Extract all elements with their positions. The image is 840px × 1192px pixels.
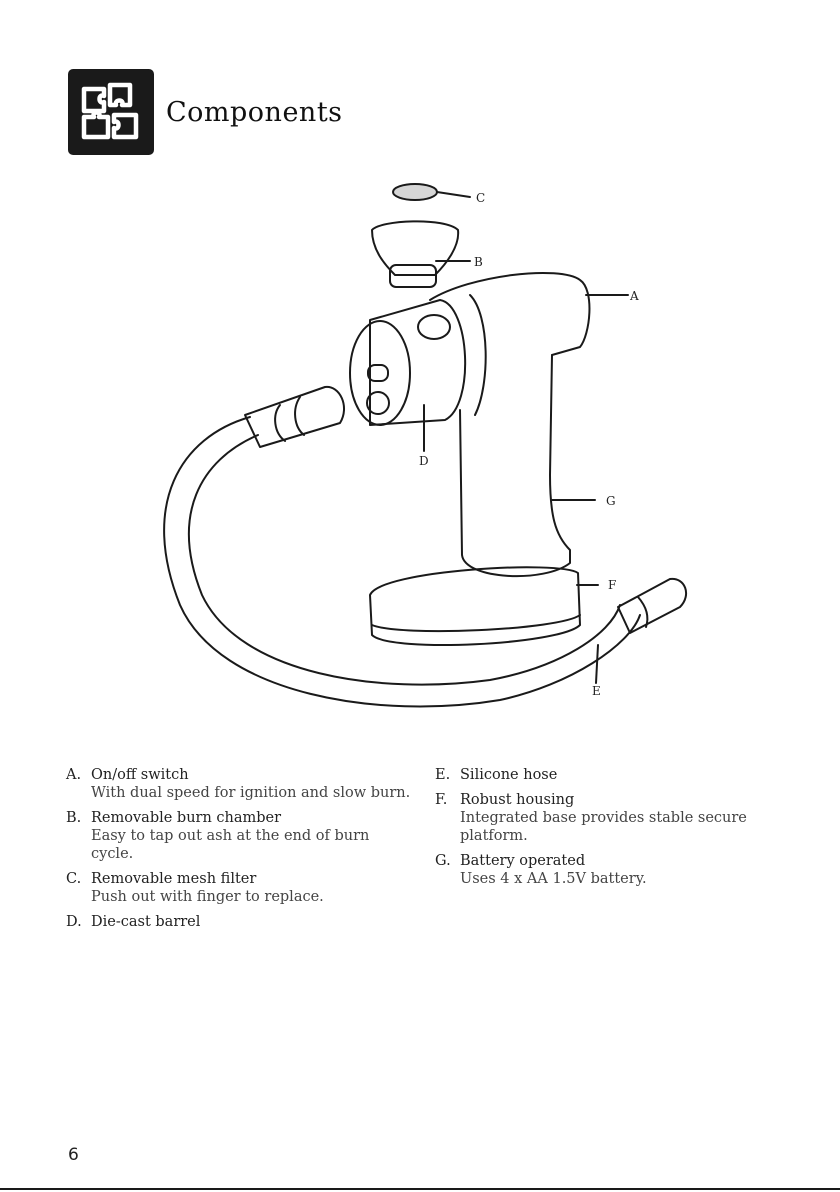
component-letter: D.	[66, 913, 91, 931]
component-desc: With dual speed for ignition and slow bu…	[91, 784, 411, 802]
label-c: C	[476, 191, 485, 205]
smoking-gun-drawing: C B A D G F E	[140, 175, 720, 735]
component-letter: A.	[66, 766, 91, 802]
component-name: On/off switch	[91, 766, 411, 784]
component-name: Die-cast barrel	[91, 913, 411, 931]
base	[370, 567, 580, 645]
component-name: Robust housing	[460, 791, 765, 809]
component-f: F. Robust housing Integrated base provid…	[435, 791, 765, 845]
component-a: A. On/off switch With dual speed for ign…	[66, 766, 411, 802]
component-name: Silicone hose	[460, 766, 765, 784]
component-b: B. Removable burn chamber Easy to tap ou…	[66, 809, 411, 863]
barrel	[370, 300, 465, 425]
product-illustration: C B A D G F E	[140, 175, 720, 735]
puzzle-icon	[68, 69, 154, 155]
bottom-rule	[0, 1188, 840, 1190]
component-name: Battery operated	[460, 852, 765, 870]
component-letter: G.	[435, 852, 460, 888]
label-e: E	[592, 684, 601, 698]
page-title: Components	[166, 97, 343, 128]
component-desc: Push out with finger to replace.	[91, 888, 411, 906]
label-g: G	[606, 494, 616, 508]
component-d: D. Die-cast barrel	[66, 913, 411, 931]
mesh-filter	[393, 184, 437, 200]
component-c: C. Removable mesh filter Push out with f…	[66, 870, 411, 906]
component-letter: F.	[435, 791, 460, 845]
label-a: A	[629, 289, 639, 303]
burn-chamber	[372, 221, 458, 275]
component-desc: Uses 4 x AA 1.5V battery.	[460, 870, 765, 888]
component-letter: B.	[66, 809, 91, 863]
component-desc: Easy to tap out ash at the end of burn c…	[91, 827, 411, 863]
page-header: Components	[68, 68, 343, 156]
label-d: D	[419, 454, 429, 468]
components-list-right: E. Silicone hose F. Robust housing Integ…	[435, 766, 765, 895]
hose	[164, 417, 640, 706]
component-name: Removable burn chamber	[91, 809, 411, 827]
handle	[460, 355, 570, 576]
component-e: E. Silicone hose	[435, 766, 765, 784]
components-list-left: A. On/off switch With dual speed for ign…	[66, 766, 411, 938]
body-top	[430, 273, 589, 355]
component-letter: C.	[66, 870, 91, 906]
component-g: G. Battery operated Uses 4 x AA 1.5V bat…	[435, 852, 765, 888]
label-b: B	[474, 255, 483, 269]
page-number: 6	[68, 1145, 79, 1165]
hose-rear-connector	[618, 579, 686, 633]
component-desc: Integrated base provides stable secure p…	[460, 809, 765, 845]
component-letter: E.	[435, 766, 460, 784]
label-f: F	[608, 578, 616, 592]
component-name: Removable mesh filter	[91, 870, 411, 888]
